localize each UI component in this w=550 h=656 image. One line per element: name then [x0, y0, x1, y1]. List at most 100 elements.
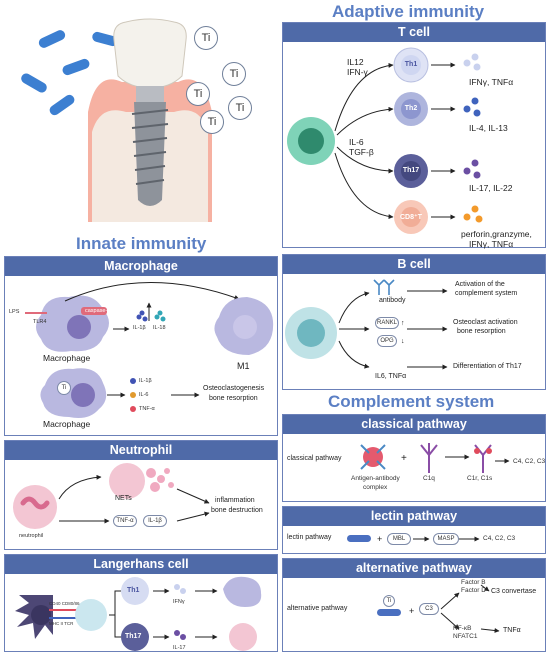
innate-immunity-title: Innate immunity	[76, 234, 207, 253]
th1-label: Th1	[404, 61, 418, 68]
b-output-2a: Osteoclast activation	[453, 319, 518, 326]
lc-th1-cell	[121, 577, 149, 605]
lectin-output: C4, C2, C3	[483, 535, 516, 542]
opg-pill: OPG	[377, 335, 397, 347]
macrophage-label-2: Macrophage	[43, 419, 91, 429]
svg-text:+: +	[377, 534, 382, 544]
ti-particle-icon: Ti	[57, 381, 71, 395]
cd8-cytokine-dots	[463, 205, 483, 223]
antigen-antibody-icon	[360, 444, 386, 470]
macrophage-header: Macrophage	[5, 257, 277, 276]
bacterium-icon	[347, 535, 371, 542]
cyt-tnfa: TNF-α	[139, 406, 155, 412]
classical-output: C4, C2, C3	[513, 458, 546, 465]
th2-cytokine-dots	[463, 97, 481, 117]
lectin-diagram: +	[347, 534, 480, 544]
neutrophil-il1b-pill: IL-1β	[143, 515, 167, 527]
neutrophil-tnfa-pill: TNF-α	[113, 515, 137, 527]
t-stim-tgfb: TGF-β	[349, 147, 374, 157]
titanium-particle: Ti	[186, 82, 210, 106]
lectin-pathway-header: lectin pathway	[283, 507, 545, 526]
t-stim-il12: IL12	[347, 57, 364, 67]
th2-label: Th2	[404, 105, 418, 112]
b-output-1a: Activation of the	[455, 281, 505, 288]
dental-implant-illustration	[21, 18, 212, 222]
lc-th17-label: Th17	[125, 633, 142, 640]
cyt-il6: IL-6	[139, 392, 149, 398]
tooth-crown	[113, 18, 187, 89]
implant-abutment	[136, 86, 164, 102]
il18-dots	[154, 310, 166, 322]
b-cell-diagram: ↑ ↓	[285, 279, 448, 370]
nfkb-label: NF-κB	[453, 625, 472, 632]
antibody-label: antibody	[379, 297, 406, 304]
svg-text:↓: ↓	[401, 338, 405, 345]
alternative-pathway-panel: alternative pathway + alternative pathwa…	[282, 558, 546, 652]
th17-label: Th17	[402, 167, 420, 174]
svg-text:↑: ↑	[401, 320, 405, 327]
neutrophil-header: Neutrophil	[5, 441, 277, 460]
lc-target-macrophage	[223, 576, 262, 607]
svg-text:+: +	[409, 606, 414, 616]
nets-fibers	[146, 468, 174, 492]
t-stim-il6: IL-6	[349, 137, 364, 147]
b-output-2b: bone resorption	[457, 328, 506, 335]
b-output-1b: complement system	[455, 290, 518, 297]
nets-label: NETs	[115, 495, 132, 502]
rankl-pill: RANKL	[375, 317, 399, 329]
b-cell-panel: B cell ↑ ↓ antibody RANKL OPG IL6, TNFα …	[282, 254, 546, 390]
classical-pathway-label: classical pathway	[287, 455, 342, 462]
classical-pathway-panel: classical pathway + classical pathway An…	[282, 414, 546, 502]
cd8-output-1: perforin,granzyme,	[461, 229, 532, 239]
th1-cytokine-dots	[463, 53, 481, 71]
masp-pill: MASP	[433, 533, 459, 545]
titanium-particle: Ti	[222, 62, 246, 86]
cd8-output-2: IFNγ, TNFα	[469, 239, 514, 249]
lectin-pathway-panel: lectin pathway + lectin pathway MBL MASP…	[282, 506, 546, 554]
lc-th17-cell	[121, 623, 149, 651]
langerhans-header: Langerhans cell	[5, 555, 277, 574]
neutrophil-panel: Neutrophil NETs TNF-α IL-1β inflammation…	[4, 440, 278, 550]
nfatc1-label: NFATC1	[453, 633, 478, 640]
th17-cytokine-dots	[463, 159, 481, 179]
lps-label: LPS	[9, 309, 20, 315]
alt-tnfa-label: TNFα	[503, 627, 521, 634]
c1q-label: C1q	[423, 475, 435, 482]
il1b-label: IL-1β	[133, 325, 146, 331]
factor-b-label: Factor B	[461, 579, 486, 586]
adaptive-immunity-title: Adaptive immunity	[332, 2, 485, 21]
factor-d-label: Factor D	[461, 587, 486, 594]
neutrophil-diagram	[13, 463, 210, 529]
alternative-diagram: +	[377, 584, 500, 633]
macrophage-label-1: Macrophage	[43, 353, 91, 363]
alt-bacterium-icon	[377, 609, 401, 616]
bacteria-icons	[21, 30, 118, 116]
cyt-il1b: IL-1β	[139, 378, 152, 384]
lectin-pathway-label: lectin pathway	[287, 534, 332, 541]
bone-resorption-label: bone resorption	[209, 395, 258, 402]
lc-receptor-1: CD40 CD80/86	[49, 601, 80, 606]
b-il6-label: IL6, TNFα	[375, 373, 407, 380]
il1b-dots	[136, 310, 148, 322]
m1-label: M1	[237, 361, 250, 371]
th17-output: IL-17, IL-22	[469, 183, 513, 193]
lc-receptor-2: MHC II TCR	[49, 621, 74, 626]
lc-il17-label: IL-17	[173, 645, 186, 651]
inflammation-label: inflammation	[215, 497, 255, 504]
c1r-c1s-label: C1r, C1s	[467, 475, 493, 482]
c3-convertase-label: C3 convertase	[491, 588, 537, 595]
antibody-icon	[373, 279, 395, 295]
classical-pathway-header: classical pathway	[283, 415, 545, 434]
t-stim-ifng: IFN-γ	[347, 67, 368, 77]
c3-pill: C3	[419, 603, 439, 615]
th1-output: IFNγ, TNFα	[469, 77, 514, 87]
antigen-antibody-label-2: complex	[363, 484, 388, 491]
lc-th1-label: Th1	[127, 587, 140, 594]
neutrophil-cell	[13, 485, 57, 529]
macrophage-panel: Macrophage LPS TLR4 caspase-1 IL-1β IL-1…	[4, 256, 278, 436]
nets-cell	[109, 463, 145, 499]
titanium-particle: Ti	[194, 26, 218, 50]
t-cell-panel: T cell IL12 IFN-γ IL-6 TGF-β	[282, 22, 546, 249]
macrophage-diagram	[25, 282, 274, 418]
alternative-pathway-header: alternative pathway	[283, 559, 545, 578]
